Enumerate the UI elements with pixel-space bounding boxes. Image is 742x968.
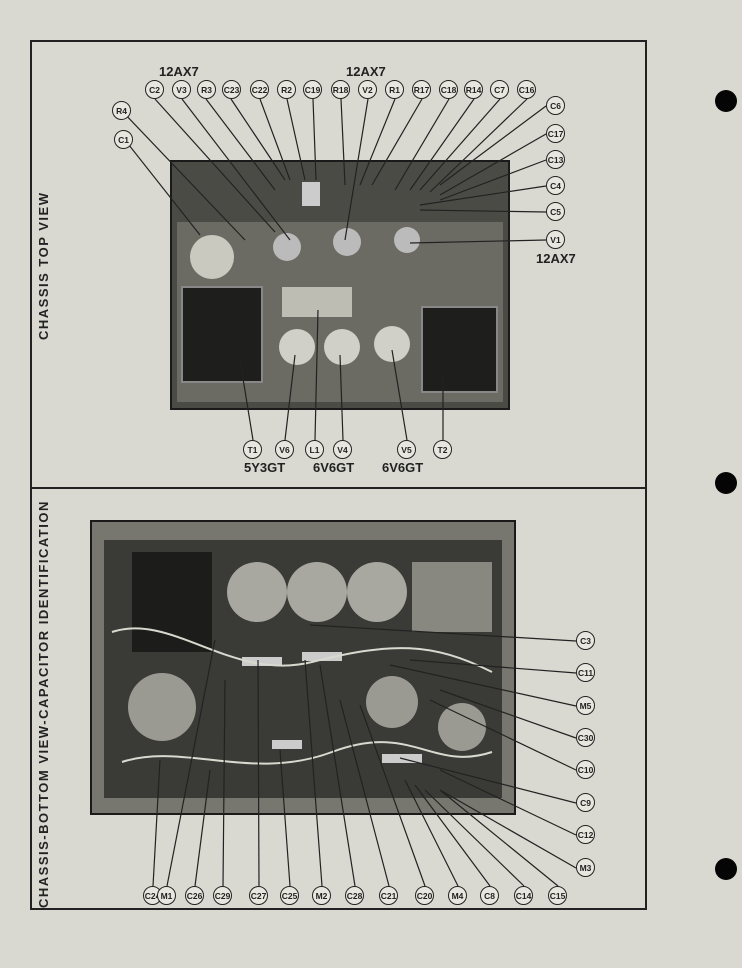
callout-top-row: C2	[145, 80, 164, 99]
callout-top-right: C4	[546, 176, 565, 195]
binder-hole	[715, 472, 737, 494]
callout-top-row: V3	[172, 80, 191, 99]
callout-top-right: C17	[546, 124, 565, 143]
callout-bottom-row: M1	[157, 886, 176, 905]
callout-top-row: R2	[277, 80, 296, 99]
callout-bottom-right: M5	[576, 696, 595, 715]
callout-top-right: C13	[546, 150, 565, 169]
callout-bottom-right: C11	[576, 663, 595, 682]
callout-bottom-row: C20	[415, 886, 434, 905]
callout-top-bottom: T1	[243, 440, 262, 459]
chassis-top-photo-drawing	[172, 162, 508, 408]
chassis-bottom-photo-drawing	[92, 522, 514, 813]
callout-top-row: C18	[439, 80, 458, 99]
callout-bottom-right: C12	[576, 825, 595, 844]
binder-hole	[715, 90, 737, 112]
callout-bottom-right: C30	[576, 728, 595, 747]
callout-bottom-row: C21	[379, 886, 398, 905]
callout-bottom-right: C10	[576, 760, 595, 779]
callout-bottom-row: C14	[514, 886, 533, 905]
callout-top-row: C23	[222, 80, 241, 99]
callout-top-bottom: V6	[275, 440, 294, 459]
callout-top-bottom: V5	[397, 440, 416, 459]
callout-bottom-row: C27	[249, 886, 268, 905]
callout-bottom-row: C28	[345, 886, 364, 905]
callout-top-left: R4	[112, 101, 131, 120]
callout-top-row: R17	[412, 80, 431, 99]
callout-bottom-row: C8	[480, 886, 499, 905]
callout-bottom-row: C25	[280, 886, 299, 905]
callout-bottom-right: C3	[576, 631, 595, 650]
chassis-top-photo	[170, 160, 510, 410]
binder-hole	[715, 858, 737, 880]
callout-top-row: C7	[490, 80, 509, 99]
tube-label-5y3gt: 5Y3GT	[244, 460, 286, 475]
callout-top-bottom: V4	[333, 440, 352, 459]
callout-top-row: R3	[197, 80, 216, 99]
callout-top-bottom: T2	[433, 440, 452, 459]
tube-label-6v6gt-center: 6V6GT	[313, 460, 355, 475]
callout-bottom-right: M3	[576, 858, 595, 877]
page-frame	[30, 40, 647, 910]
callout-bottom-row: C15	[548, 886, 567, 905]
callout-bottom-row: M4	[448, 886, 467, 905]
callout-bottom-row: M2	[312, 886, 331, 905]
callout-top-right: C6	[546, 96, 565, 115]
callout-top-row: R1	[385, 80, 404, 99]
callout-top-row: C16	[517, 80, 536, 99]
callout-top-row: R18	[331, 80, 350, 99]
callout-top-row: V2	[358, 80, 377, 99]
callout-top-bottom: L1	[305, 440, 324, 459]
tube-label-12ax7-right: 12AX7	[536, 251, 576, 266]
callout-top-row: R14	[464, 80, 483, 99]
tube-label-12ax7-left: 12AX7	[159, 64, 199, 79]
callout-bottom-row: C29	[213, 886, 232, 905]
callout-top-left: C1	[114, 130, 133, 149]
tube-label-6v6gt-right: 6V6GT	[382, 460, 424, 475]
callout-top-right: V1	[546, 230, 565, 249]
callout-bottom-row: C26	[185, 886, 204, 905]
chassis-bottom-photo	[90, 520, 516, 815]
callout-top-right: C5	[546, 202, 565, 221]
callout-bottom-right: C9	[576, 793, 595, 812]
tube-label-12ax7-center: 12AX7	[346, 64, 386, 79]
section-divider	[30, 487, 647, 489]
callout-top-row: C19	[303, 80, 322, 99]
callout-top-row: C22	[250, 80, 269, 99]
